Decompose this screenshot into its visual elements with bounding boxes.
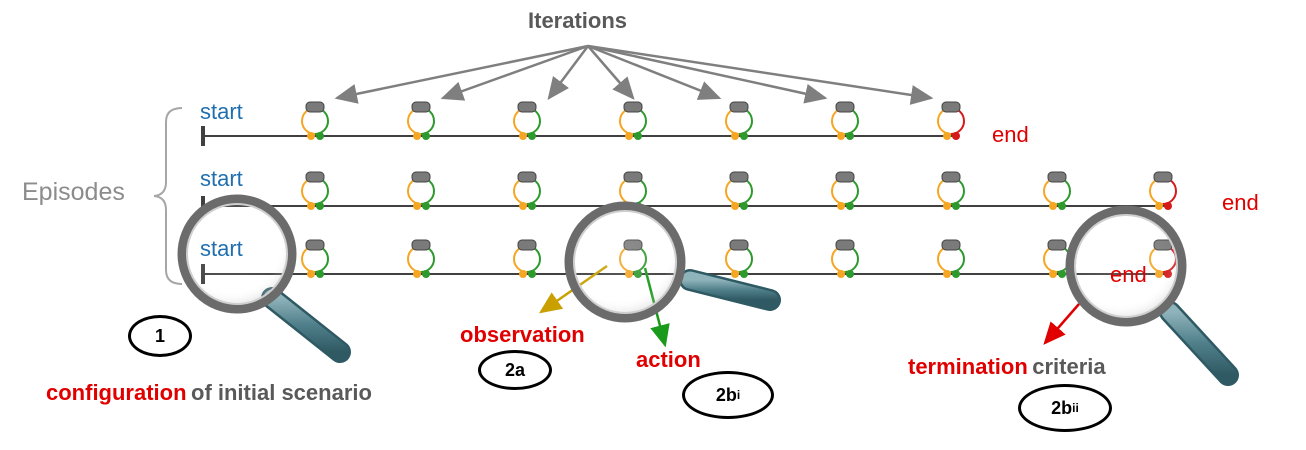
step-badge-1-text: 1 — [154, 325, 165, 346]
iteration-loop-icon — [831, 101, 859, 140]
iteration-loop-icon — [831, 171, 859, 210]
step-badge-2bi-text: 2b — [715, 384, 737, 405]
iteration-arrow — [587, 45, 635, 100]
iteration-loop-icon — [513, 101, 541, 140]
magnifier-start-icon — [177, 194, 351, 363]
iteration-arrow — [334, 44, 589, 104]
end-loop-icon — [937, 101, 965, 140]
iteration-loop-icon — [301, 101, 329, 140]
magnifier-step-icon — [564, 201, 781, 323]
episode-3-start-label: start — [200, 236, 243, 261]
iteration-loop-icon — [407, 171, 435, 210]
episode-3-end-label: end — [1110, 262, 1147, 287]
episode-1-end-label: end — [992, 122, 1029, 147]
episodes-brace — [153, 107, 183, 285]
iteration-arrow — [547, 45, 589, 100]
iteration-loop-icon — [301, 171, 329, 210]
episodes-label: Episodes — [22, 178, 125, 206]
step-badge-2a-text: 2a — [504, 359, 526, 380]
iteration-loop-icon — [1043, 239, 1071, 278]
episode-2-timeline — [201, 171, 1177, 216]
step-badge-2bii-text: 2b — [1051, 397, 1073, 418]
iterations-title: Iterations — [528, 8, 628, 33]
termination-criteria-label: termination criteria — [908, 356, 1106, 378]
iteration-loop-icon — [937, 239, 965, 278]
step-badge-2a: 2a — [478, 350, 552, 390]
action-label: action — [636, 347, 701, 372]
iteration-arrow — [587, 44, 934, 105]
criteria-word: criteria — [1032, 354, 1106, 379]
step-badge-1: 1 — [128, 315, 192, 357]
episode-1-timeline — [201, 101, 965, 146]
step-badge-2bii-sub: ii — [1072, 401, 1079, 415]
configuration-word: configuration — [46, 380, 187, 405]
iteration-arrows — [334, 44, 934, 105]
iteration-loop-icon — [725, 171, 753, 210]
iteration-loop-icon — [1043, 171, 1071, 210]
iteration-loop-icon — [407, 239, 435, 278]
iteration-arrow — [587, 44, 828, 104]
iteration-loop-icon — [619, 101, 647, 140]
iteration-loop-icon — [513, 239, 541, 278]
iteration-loop-icon — [407, 101, 435, 140]
iteration-loop-icon — [725, 239, 753, 278]
termination-word: termination — [908, 354, 1028, 379]
iteration-loop-icon — [725, 101, 753, 140]
step-badge-2bi-sub: i — [736, 388, 741, 402]
episode-2-end-label: end — [1222, 190, 1259, 215]
episode-2-start-label: start — [200, 166, 243, 191]
iteration-loop-icon — [301, 239, 329, 278]
observation-label: observation — [460, 322, 585, 347]
iteration-loop-icon — [937, 171, 965, 210]
iteration-arrow — [587, 44, 722, 100]
initial-scenario-words: of initial scenario — [191, 380, 372, 405]
configuration-label: configuration of initial scenario — [46, 382, 372, 404]
iteration-loop-icon — [513, 171, 541, 210]
iteration-arrow — [440, 44, 589, 101]
magnifier-end-icon — [1065, 205, 1239, 386]
episode-1-start-label: start — [200, 99, 243, 124]
termination-arrow — [1043, 303, 1080, 345]
iteration-loop-icon — [831, 239, 859, 278]
end-loop-icon — [1149, 171, 1177, 210]
